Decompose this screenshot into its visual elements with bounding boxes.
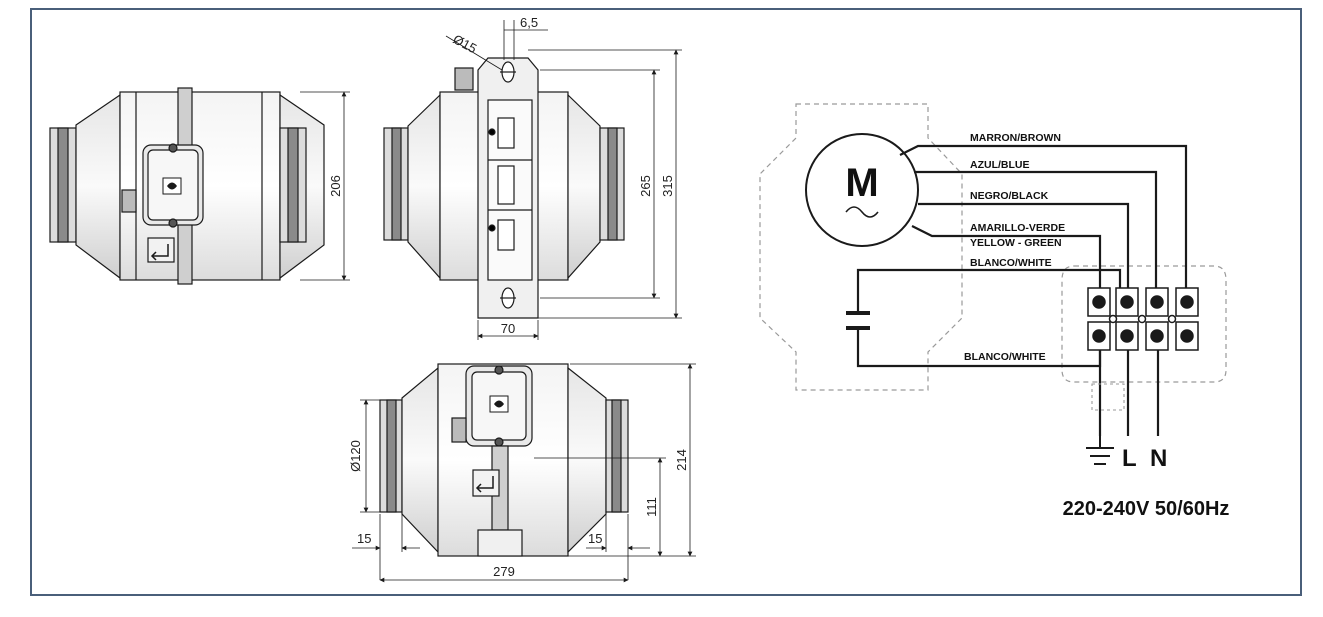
fan-logo-icon xyxy=(162,177,182,195)
motor-symbol xyxy=(805,133,919,247)
wire-label-yellow-green-en: YELLOW - GREEN xyxy=(970,237,1062,249)
dim-label-206: 206 xyxy=(328,175,343,197)
ground-symbol-icon xyxy=(1086,436,1114,465)
dim-label-111: 111 xyxy=(644,497,659,517)
side-view xyxy=(49,87,325,285)
terminal-l-label: L xyxy=(1122,445,1137,472)
capacitor-symbol-icon xyxy=(846,311,870,330)
cable-gland-outline xyxy=(1091,383,1125,411)
dim-label-70: 70 xyxy=(501,321,515,336)
arrow-direction-icon xyxy=(150,244,169,261)
wire-label-blue: AZUL/BLUE xyxy=(970,159,1030,171)
dim-label-15-left: 15 xyxy=(357,531,371,546)
dim-label-315: 315 xyxy=(660,175,675,197)
wire-label-brown: MARRON/BROWN xyxy=(970,132,1061,144)
drawing-frame xyxy=(30,8,1302,596)
motor-letter: M xyxy=(845,161,878,205)
wire-label-yellow-green-es: AMARILLO-VERDE xyxy=(970,222,1065,234)
ac-wave-icon xyxy=(845,206,879,218)
terminal-n-label: N xyxy=(1150,445,1167,472)
terminal-housing-outline xyxy=(1061,265,1227,383)
wire-label-black: NEGRO/BLACK xyxy=(970,190,1049,202)
bottom-view xyxy=(379,363,629,557)
arrow-direction-icon-bottom xyxy=(475,476,494,493)
dim-label-265: 265 xyxy=(638,175,653,197)
dim-side-height xyxy=(300,91,350,281)
wire-label-white: BLANCO/WHITE xyxy=(970,257,1052,269)
dim-label-hole: Ø15 xyxy=(451,31,480,56)
dim-label-120: Ø120 xyxy=(348,440,363,472)
terminal-block xyxy=(1087,287,1199,351)
dim-bottom xyxy=(352,363,696,583)
front-view xyxy=(383,57,625,319)
motor-housing-outline xyxy=(759,103,963,391)
wires xyxy=(856,144,1188,436)
supply-voltage-label: 220-240V 50/60Hz xyxy=(1063,498,1230,520)
dim-label-279: 279 xyxy=(493,564,515,579)
dim-label-15-right: 15 xyxy=(588,531,602,546)
dim-label-214: 214 xyxy=(674,449,689,471)
wire-label-capacitor-white: BLANCO/WHITE xyxy=(964,351,1046,363)
dim-front xyxy=(445,20,682,340)
fan-logo-icon-bottom xyxy=(489,395,509,413)
dim-label-6-5: 6,5 xyxy=(520,15,538,30)
